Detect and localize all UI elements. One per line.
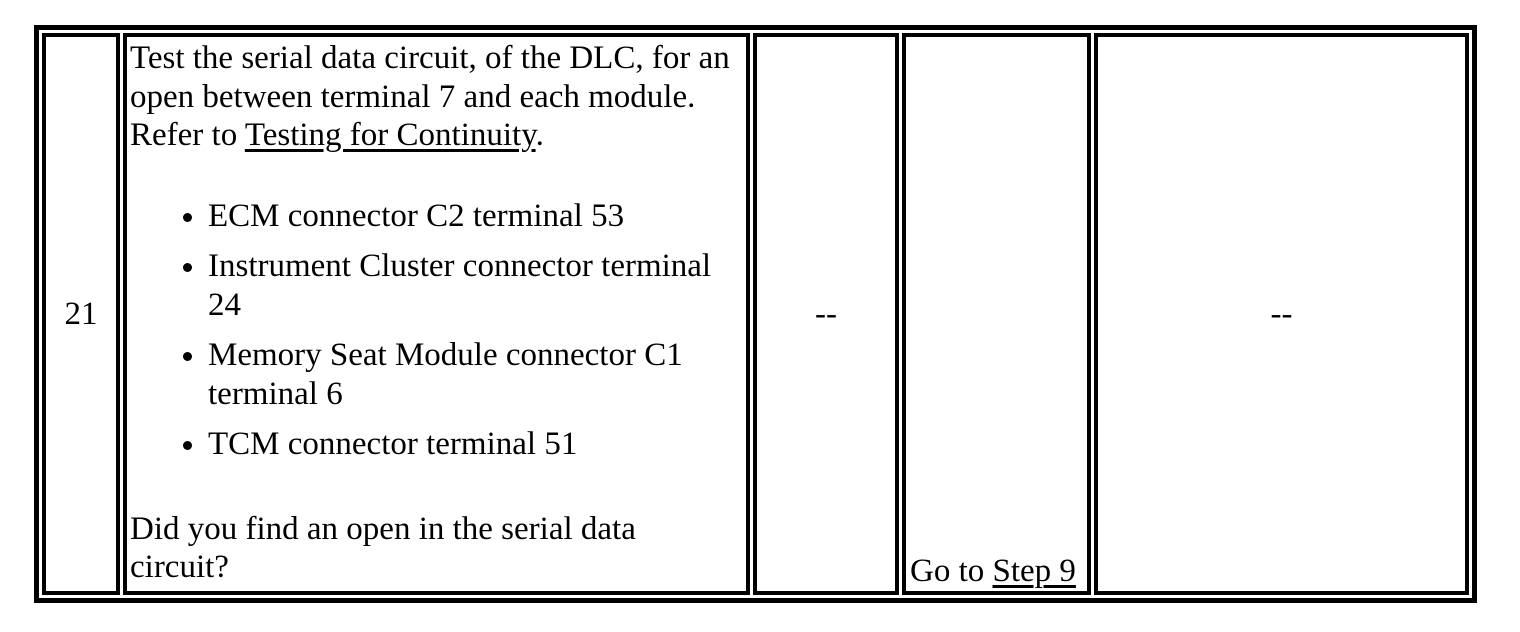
- list-item-tcm: TCM connector terminal 51: [208, 425, 740, 464]
- list-item-ecm: ECM connector C2 terminal 53: [208, 197, 740, 236]
- action-cell: Test the serial data circuit, of the DLC…: [123, 33, 750, 595]
- action-question: Did you find an open in the serial data …: [130, 510, 636, 586]
- no-cell: --: [1094, 33, 1469, 595]
- diagnostic-table: 21 Test the serial data circuit, of the …: [34, 25, 1477, 603]
- no-dashes: --: [1270, 295, 1293, 332]
- value-dashes: --: [815, 295, 837, 332]
- action-intro: Test the serial data circuit, of the DLC…: [130, 39, 740, 155]
- go-to-text: Go to: [910, 552, 993, 589]
- list-item-memory-seat-module: Memory Seat Module connector C1 terminal…: [208, 336, 740, 413]
- yes-cell: Go to Step 9: [902, 33, 1091, 595]
- value-cell: --: [753, 33, 899, 595]
- step-number: 21: [64, 295, 98, 332]
- step-9-link[interactable]: Step 9: [992, 552, 1076, 589]
- action-intro-text: Test the serial data circuit, of the DLC…: [130, 40, 730, 153]
- module-terminal-list: ECM connector C2 terminal 53 Instrument …: [130, 197, 740, 464]
- testing-for-continuity-link[interactable]: Testing for Continuity: [244, 117, 536, 153]
- step-cell: 21: [42, 33, 120, 595]
- action-intro-period: .: [535, 117, 544, 153]
- diagnostic-table-row: 21 Test the serial data circuit, of the …: [42, 33, 1469, 595]
- list-item-instrument-cluster: Instrument Cluster connector terminal 24: [208, 247, 740, 324]
